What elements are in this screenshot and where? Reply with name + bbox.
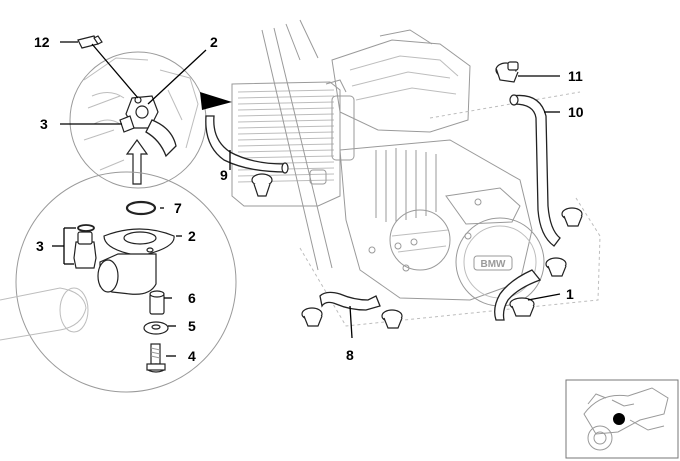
hose-clamp-11: [495, 61, 519, 83]
hose-1: [494, 269, 542, 321]
hose-clamp-10: [561, 207, 583, 227]
location-marker: [613, 413, 625, 425]
callouts: 12 2 3 7 2 3 6 5 4 9 11 10 1 8: [34, 34, 584, 364]
thermostat-housing: [97, 228, 175, 295]
o-ring: [125, 200, 157, 216]
callout-2-top: 2: [210, 34, 218, 50]
temperature-sensor: [73, 224, 97, 269]
detail-inset-exploded: [0, 171, 237, 393]
callout-2-exploded: 2: [188, 228, 196, 244]
spacer-sleeve: [149, 290, 165, 315]
callout-3-exploded: 3: [36, 238, 44, 254]
up-arrow: [125, 138, 149, 185]
callout-10: 10: [568, 104, 584, 120]
callout-8: 8: [346, 347, 354, 363]
hose-10: [511, 94, 561, 247]
detail-inset-top: [69, 51, 207, 189]
callout-7: 7: [174, 200, 182, 216]
leader-lines: [52, 41, 561, 357]
callout-9: 9: [220, 167, 228, 183]
hose-9: [205, 115, 287, 173]
direction-arrow: [200, 92, 232, 110]
hose-clamp-9: [251, 173, 273, 197]
callout-12: 12: [34, 34, 50, 50]
washer: [143, 321, 169, 335]
bolt: [146, 343, 166, 373]
callout-6: 6: [188, 290, 196, 306]
callout-1: 1: [566, 286, 574, 302]
location-thumbnail: [565, 379, 679, 459]
engine-background: BMW: [231, 19, 601, 327]
engine-logo: BMW: [481, 259, 507, 270]
callout-11: 11: [568, 68, 583, 84]
bleed-screw: [77, 35, 103, 49]
callout-4: 4: [188, 348, 196, 364]
callout-5: 5: [188, 318, 196, 334]
hose-8: [319, 291, 381, 311]
callout-3-top: 3: [40, 116, 48, 132]
hose-clamp-1: [509, 257, 567, 317]
hose-clamp-8: [301, 307, 403, 329]
